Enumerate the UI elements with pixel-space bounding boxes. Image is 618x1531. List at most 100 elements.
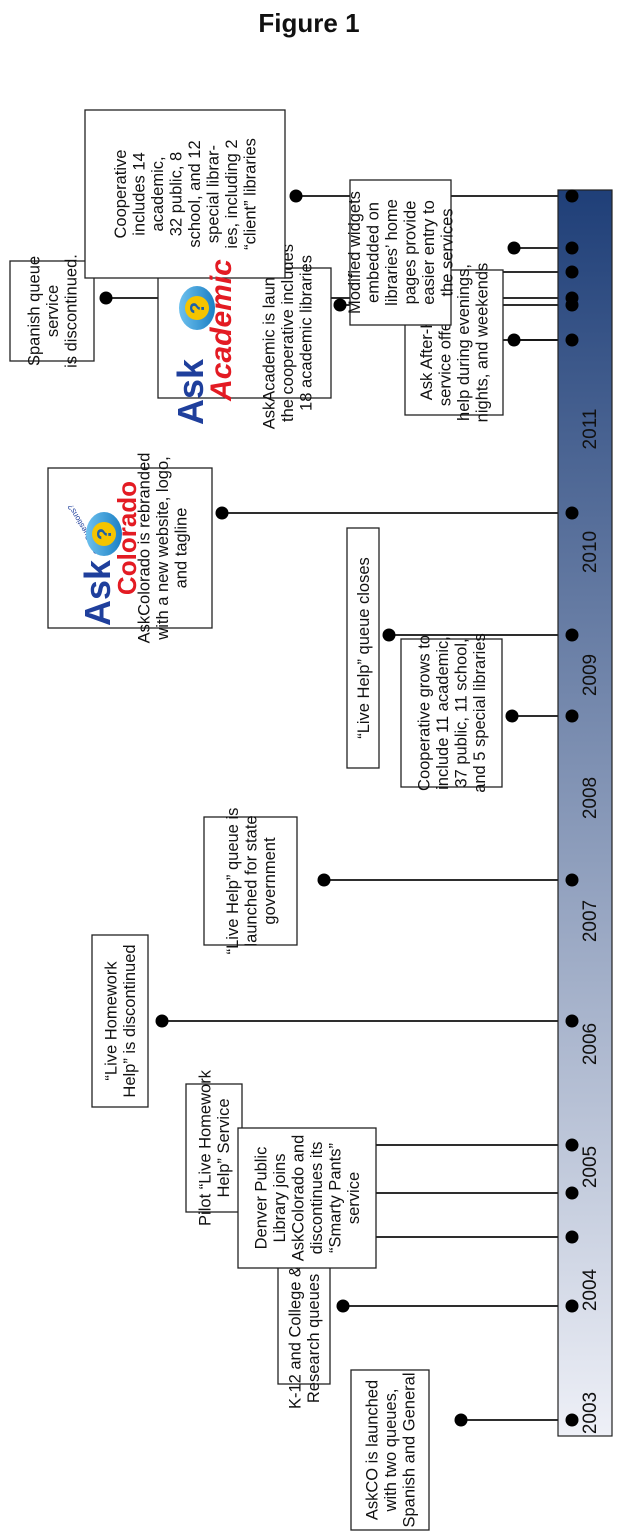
event-box [185, 1083, 243, 1213]
event-text-line: 37 public, 11 school, [453, 638, 471, 787]
event-text-line: pages provide [402, 201, 420, 305]
bar-dot-coop-grows [565, 709, 579, 723]
event-text-line: AskColorado and [290, 1135, 308, 1262]
event-box [47, 467, 213, 629]
event-box [91, 934, 149, 1108]
event-text-line: Modified widgets [346, 191, 364, 314]
event-text-line: service [44, 285, 62, 337]
event-text-line: Pilot “Live Homework [197, 1069, 215, 1226]
svg-text:?: ? [187, 302, 209, 314]
event-dots [99, 189, 579, 1427]
event-text-line: “client” libraries [242, 138, 260, 250]
askacademic-logo: AskAcademic [170, 259, 238, 425]
dot-askco-launched [454, 1413, 468, 1427]
event-live-help-closes: “Live Help” queue closes [346, 527, 380, 769]
event-text-line: Cooperative grows to [416, 635, 434, 791]
bar-dot-k12-college [565, 1299, 579, 1313]
bar-dot-pilot-live-homework [565, 1138, 579, 1152]
event-text-line: libraries’ home [383, 199, 401, 306]
event-text-line: nights, and weekends [474, 263, 492, 423]
dot-modified-widgets [507, 241, 521, 255]
event-text-line: ies, including 2 [223, 139, 241, 248]
event-box [349, 179, 452, 326]
year-label-2005: 2005 [580, 1146, 601, 1188]
dot-askcolorado-rebranded [215, 506, 229, 520]
bar-dot-after-hours [565, 333, 579, 347]
event-box [84, 109, 286, 279]
bar-dot-live-help-closes [565, 628, 579, 642]
askacademic-bubble-icon: ? [179, 286, 215, 330]
bar-dot-denver-public-b [565, 1186, 579, 1200]
event-text-line: help during evenings, [455, 264, 473, 421]
event-text-line: Spanish and General [400, 1372, 418, 1527]
event-text-line: Help” Service [215, 1098, 233, 1197]
event-text-line: Denver Public [253, 1147, 271, 1250]
bar-dot-askco-launched [565, 1413, 579, 1427]
dot-coop-grows [505, 709, 519, 723]
bar-dot-coop-includes [565, 189, 579, 203]
event-text-line: include 11 academic, [434, 636, 452, 790]
event-text-line: the services [439, 208, 457, 296]
bar-dot-askcolorado-rebranded [565, 506, 579, 520]
svg-text:Ask: Ask [77, 559, 118, 626]
event-text-line: academic, [149, 156, 167, 231]
dot-live-help-closes [382, 628, 396, 642]
event-text-line: AskAcademic is launched; [260, 237, 278, 430]
event-askacademic-launched: AskAcademic is launched;the cooperative … [157, 237, 332, 430]
bar-dot-live-help-state [565, 873, 579, 887]
askcolorado-bubble-icon: ? [86, 512, 122, 556]
event-text-line: “Live Help” queue is [224, 808, 242, 955]
event-text-line: Library joins [271, 1154, 289, 1243]
event-box [350, 1369, 430, 1531]
event-box [203, 816, 298, 946]
event-text-line: and 5 special libraries [471, 633, 489, 793]
dot-spanish-discontinued [99, 291, 113, 305]
figure-title: Figure 1 [258, 8, 360, 38]
year-label-2003: 2003 [580, 1392, 601, 1434]
dot-coop-includes [289, 189, 303, 203]
year-label-2011: 2011 [580, 409, 601, 450]
event-text-line: launched for state [242, 815, 260, 946]
bar-dot-spanish-discontinued [565, 291, 579, 305]
dot-after-hours [507, 333, 521, 347]
event-box [9, 260, 95, 362]
event-text-line: Cooperative [112, 150, 130, 239]
event-text-line: and tagline [172, 508, 190, 589]
year-label-2009: 2009 [580, 654, 601, 696]
timeline-bar [557, 189, 613, 1437]
year-label-2007: 2007 [580, 900, 601, 942]
event-text-line: discontinues its [308, 1142, 326, 1255]
year-label-2006: 2006 [580, 1023, 601, 1065]
event-text-line: AskColorado is rebranded [135, 453, 153, 644]
event-text-line: service [345, 1172, 363, 1224]
dot-live-help-state [317, 873, 331, 887]
bar-dot-modified-widgets-b [565, 265, 579, 279]
bar-dot-denver-public-a [565, 1230, 579, 1244]
event-text-line: Spanish queue [25, 256, 43, 366]
event-text-line: with a new website, logo, [154, 456, 172, 640]
event-text-line: AskCO is launched [363, 1380, 381, 1520]
event-text-line: school, and 12 [186, 140, 204, 247]
event-text-line: “Live Help” queue closes [355, 557, 373, 739]
event-box [237, 1127, 377, 1269]
event-text-line: the cooperative includes [279, 244, 297, 422]
svg-text:?: ? [94, 528, 116, 540]
year-label-2010: 2010 [580, 531, 601, 573]
event-box [400, 638, 503, 788]
event-text-line: 18 academic libraries [297, 255, 315, 411]
dot-k12-college [336, 1299, 350, 1313]
bar-dot-modified-widgets [565, 241, 579, 255]
event-box [157, 267, 332, 399]
